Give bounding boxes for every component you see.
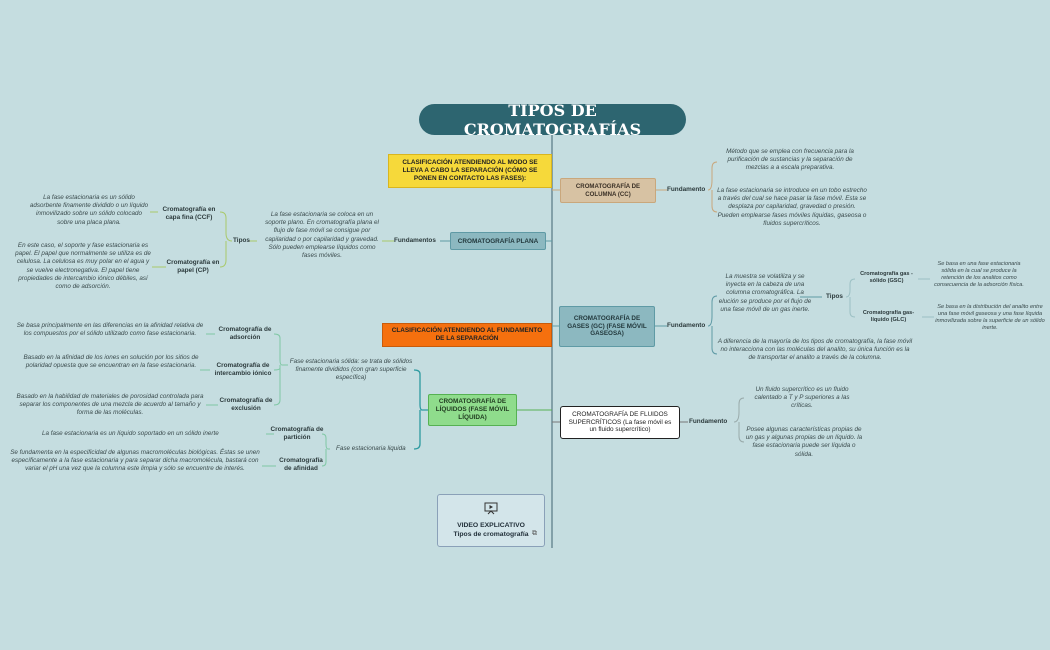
exclusion-label: Cromatografía de exclusión (219, 397, 273, 412)
adsorption-label: Cromatografía de adsorción (218, 326, 272, 341)
gsc-label: Cromatografía gas - sólido (GSC) (860, 271, 913, 284)
cp-desc: En este caso, el soporte y fase estacion… (15, 242, 151, 291)
fluidos-desc-1: Un fluido supercrítico es un fluido cale… (754, 386, 850, 410)
exclusion-desc: Basado en la habilidad de materiales de … (16, 393, 204, 417)
solid-phase-label: Fase estacionaria sólida: se trata de só… (289, 358, 413, 382)
ion-exchange-label: Cromatografía de intercambio iónico (214, 362, 272, 377)
plana-chromatography-node[interactable]: CROMATOGRAFÍA PLANA (450, 232, 546, 250)
plana-fundamentos-label: Fundamentos (394, 237, 436, 244)
column-fundamento-label: Fundamento (667, 186, 706, 193)
video-icon (484, 502, 498, 518)
ccf-label: Cromatografía en capa fina (CCF) (162, 206, 216, 221)
column-desc-2: La fase estacionaria se introduce en un … (717, 187, 867, 227)
gsc-desc: Se basa en una fase estacionaria sólida … (934, 261, 1024, 288)
video-subtitle: Tipos de cromatografía (453, 530, 529, 538)
plana-desc: La fase estacionaria se coloca en un sop… (265, 211, 379, 260)
column-chromatography-node[interactable]: CROMATOGRAFÍA DE COLUMNA (CC) (560, 178, 656, 203)
gas-chromatography-node[interactable]: CROMATOGRAFÍA DE GASES (GC) (FASE MÓVIL … (559, 306, 655, 347)
liquid-phase-label: Fase estacionaria liquida (336, 445, 406, 452)
ccf-desc: La fase estacionaria es un sólido adsorb… (29, 194, 149, 226)
video-title: VIDEO EXPLICATIVO (457, 522, 525, 529)
gases-desc-1: La muestra se volatiliza y se inyecta en… (718, 273, 812, 313)
adsorption-desc: Se basa principalmente en las diferencia… (16, 322, 204, 338)
gases-fundamento-label: Fundamento (667, 322, 706, 329)
partition-label: Cromatografía de partición (270, 426, 324, 441)
ion-exchange-desc: Basado en la afinidad de los iones en so… (23, 354, 199, 370)
video-link-card[interactable]: VIDEO EXPLICATIVO Tipos de cromatografía… (437, 494, 545, 547)
affinity-desc: Se fundamenta en la especificidad de alg… (10, 449, 260, 473)
plana-tipos-label: Tipos (233, 237, 250, 244)
affinity-label: Cromatografía de afinidad (279, 457, 323, 472)
gases-desc-2: A diferencia de la mayoría de los tipos … (717, 338, 913, 362)
liquid-chromatography-node[interactable]: CROMATOGRAFÍA DE LÍQUIDOS (FASE MÓVIL LÍ… (428, 394, 517, 426)
classification-fundamento-box[interactable]: CLASIFICACIÓN ATENDIENDO AL FUNDAMENTO D… (382, 323, 552, 347)
column-desc-1: Método que se emplea con frecuencia para… (726, 148, 854, 172)
supercritical-chromatography-node[interactable]: CROMATOGRAFÍA DE FLUIDOS SUPERCRÍTICOS (… (560, 406, 680, 439)
cp-label: Cromatografía en papel (CP) (166, 259, 220, 274)
glc-desc: Se basa en la distribución del analito e… (935, 304, 1045, 331)
glc-label: Cromatografía gas-líquido (GLC) (862, 310, 915, 323)
fluidos-fundamento-label: Fundamento (689, 418, 728, 425)
classification-mode-box[interactable]: CLASIFICACIÓN ATENDIENDO AL MODO SE LLEV… (388, 154, 552, 188)
external-link-icon[interactable]: ⧉ (532, 529, 537, 537)
gases-tipos-label: Tipos (826, 293, 843, 300)
partition-desc: La fase estacionaria es un líquido sopor… (42, 430, 219, 437)
fluidos-desc-2: Posee algunas características propias de… (745, 426, 863, 458)
main-title: TIPOS DE CROMATOGRAFÍAS (419, 101, 686, 139)
